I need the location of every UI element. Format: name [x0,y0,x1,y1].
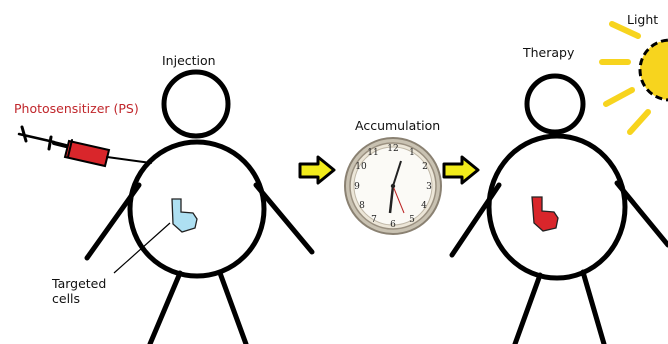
right-arrow-icon [298,155,336,185]
svg-text:4: 4 [421,201,427,211]
svg-text:9: 9 [354,182,360,192]
syringe-icon [17,125,152,168]
clock-icon: 1 2 3 4 5 6 7 8 9 10 11 12 [344,137,442,235]
patient-right-leg [217,270,249,344]
svg-text:2: 2 [422,162,428,172]
svg-text:7: 7 [371,215,377,225]
patient-left-leg [147,270,183,344]
patient-right-arm [253,182,315,255]
targeted-cells-label: Targeted cells [52,276,106,306]
patient-figure-injection [84,69,315,344]
injection-label: Injection [162,53,216,68]
svg-text:6: 6 [390,220,396,230]
patient-figure-therapy [449,73,668,344]
accumulation-label: Accumulation [355,118,441,133]
patient-head [524,73,586,135]
svg-text:12: 12 [387,144,398,154]
svg-text:10: 10 [355,162,367,172]
targeted-cell-treated [531,196,559,232]
svg-text:5: 5 [409,215,415,225]
targeted-cells-label-line2: cells [52,291,81,306]
patient-left-leg [512,272,543,344]
right-arrow-icon [442,155,480,185]
targeted-cells-label-line1: Targeted [52,276,107,291]
sun-icon [599,21,668,135]
svg-text:3: 3 [426,182,432,192]
therapy-label: Therapy [523,45,575,60]
svg-text:1: 1 [409,148,415,158]
patient-right-arm [614,180,668,248]
patient-left-arm [84,182,142,261]
patient-body [127,139,267,279]
svg-text:11: 11 [367,148,378,158]
light-label: Light [627,12,659,27]
photosensitizer-label: Photosensitizer (PS) [14,101,139,116]
targeted-cell-untreated [171,198,198,233]
svg-text:8: 8 [359,201,365,211]
patient-head [161,69,231,139]
targeted-cells-pointer [113,222,171,274]
patient-body [486,133,628,281]
patient-left-arm [449,182,502,258]
patient-right-leg [580,269,607,344]
